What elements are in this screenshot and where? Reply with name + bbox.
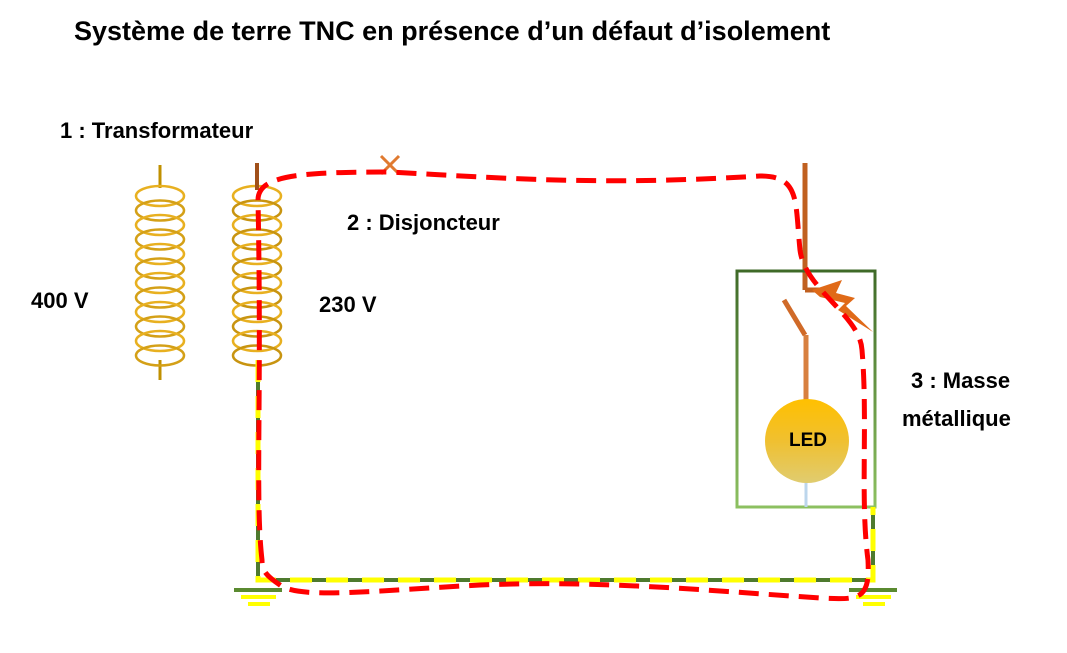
- coil-turn: [134, 228, 186, 251]
- led-lamp: [765, 399, 849, 483]
- fault-lightning-icon: [812, 280, 873, 332]
- coil-turn: [134, 213, 186, 237]
- primary-coil: [134, 184, 186, 367]
- coil-turn: [134, 271, 186, 295]
- coil-turn: [134, 286, 186, 309]
- coil-turn: [134, 300, 186, 324]
- coil-turn: [134, 315, 186, 338]
- coil-turn: [134, 242, 186, 266]
- transformer-label: 1 : Transformateur: [60, 118, 254, 143]
- ground-icon: [234, 588, 282, 606]
- mass-label-line1: 3 : Masse: [911, 368, 1011, 393]
- coil-turn: [134, 257, 186, 280]
- primary-voltage-label: 400 V: [31, 288, 89, 313]
- coil-turn: [134, 329, 186, 353]
- coil-turn: [134, 344, 186, 367]
- primary-leads: [35, 162, 162, 383]
- switch: [781, 298, 809, 400]
- page-title: Système de terre TNC en présence d’un dé…: [74, 16, 831, 46]
- breaker-label: 2 : Disjoncteur: [347, 210, 500, 235]
- secondary-voltage-label: 230 V: [319, 292, 377, 317]
- fault-current-path: [255, 169, 871, 602]
- mass-label-line2: métallique: [902, 406, 1011, 431]
- led-label: LED: [789, 430, 827, 451]
- coil-turn: [134, 184, 186, 208]
- ground-icon: [849, 588, 897, 606]
- coil-turn: [134, 199, 186, 222]
